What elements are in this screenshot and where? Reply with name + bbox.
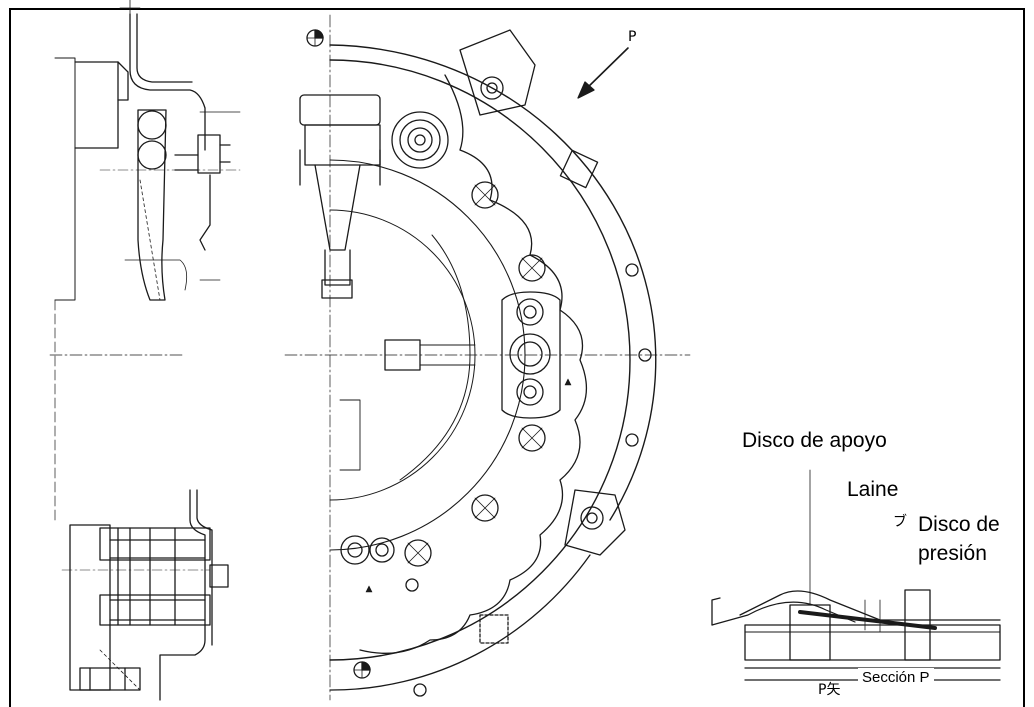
small-kana-mark: ブ <box>893 514 907 530</box>
label-laine: Laine <box>847 478 899 501</box>
label-seccion-p: Sección P <box>858 668 934 687</box>
label-disco-de-presion-line2: presión <box>918 542 987 565</box>
section-p-view <box>711 469 1001 681</box>
bolt-assembly-side-view <box>61 489 229 701</box>
arrow-p-mark: P <box>628 29 637 45</box>
view-p-mark: P矢 <box>818 682 841 698</box>
clutch-cover-front-view <box>284 14 691 701</box>
label-disco-de-presion-line1: Disco de <box>918 513 1000 536</box>
label-disco-de-apoyo: Disco de apoyo <box>742 429 887 452</box>
release-lever-side-view <box>49 0 241 521</box>
